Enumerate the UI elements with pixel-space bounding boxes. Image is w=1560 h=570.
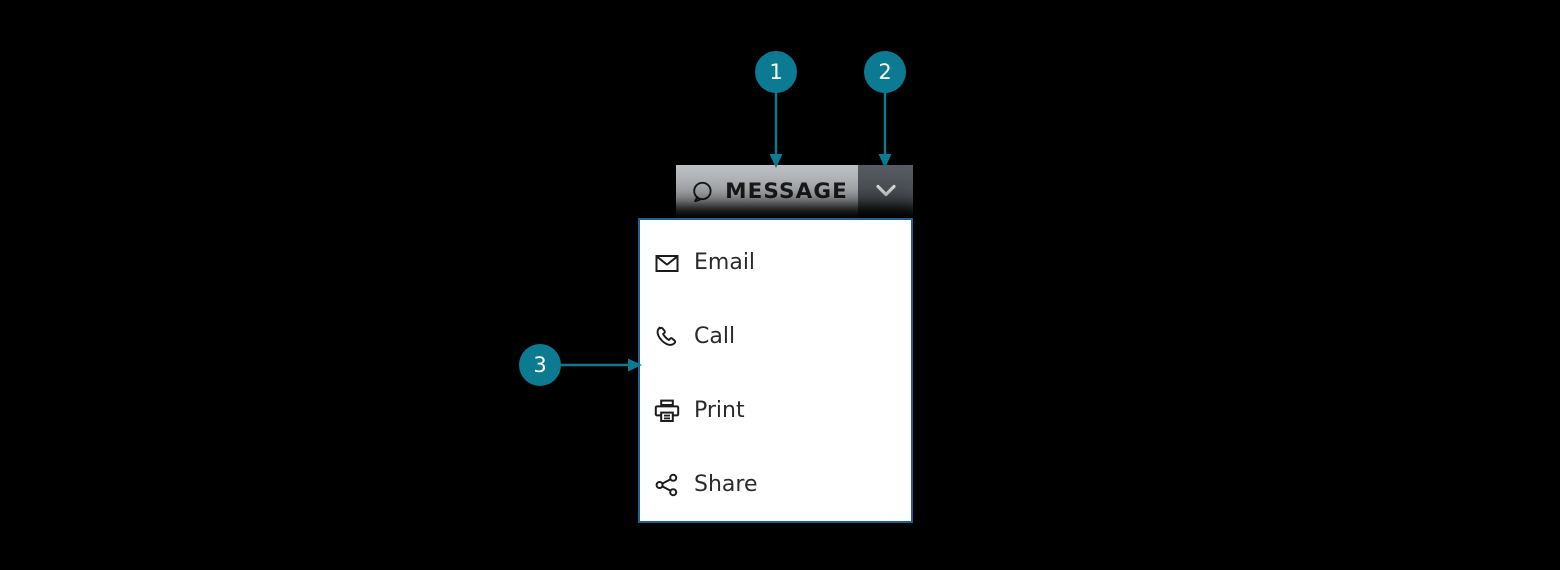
callout-badge-3: 3 (519, 344, 561, 386)
menu-item-email[interactable]: Email (654, 239, 901, 287)
menu-item-label: Print (694, 398, 745, 423)
printer-icon (654, 398, 680, 424)
menu-item-label: Share (694, 472, 758, 497)
menu-item-share[interactable]: Share (654, 461, 901, 509)
envelope-icon (654, 250, 680, 276)
menu-item-call[interactable]: Call (654, 313, 901, 361)
dropdown-menu-panel: Email Call Print (638, 218, 913, 523)
menu-item-label: Email (694, 250, 756, 275)
callout-number: 3 (533, 352, 547, 377)
callout-leader-2 (878, 88, 892, 168)
callout-number: 2 (878, 59, 892, 84)
callout-badge-1: 1 (755, 51, 797, 93)
menu-item-label: Call (694, 324, 736, 349)
message-split-button: MESSAGE (676, 165, 913, 218)
phone-icon (654, 324, 680, 350)
callout-leader-3 (556, 358, 642, 372)
message-button-label: MESSAGE (725, 178, 848, 204)
menu-item-print[interactable]: Print (654, 387, 901, 435)
callout-leader-1 (769, 88, 783, 168)
dropdown-toggle-button[interactable] (858, 165, 913, 218)
callout-badge-2: 2 (864, 51, 906, 93)
callout-number: 1 (769, 59, 783, 84)
share-icon (654, 472, 680, 498)
message-button[interactable]: MESSAGE (676, 165, 858, 218)
message-bubble-icon (690, 180, 714, 204)
chevron-down-icon (871, 175, 901, 209)
